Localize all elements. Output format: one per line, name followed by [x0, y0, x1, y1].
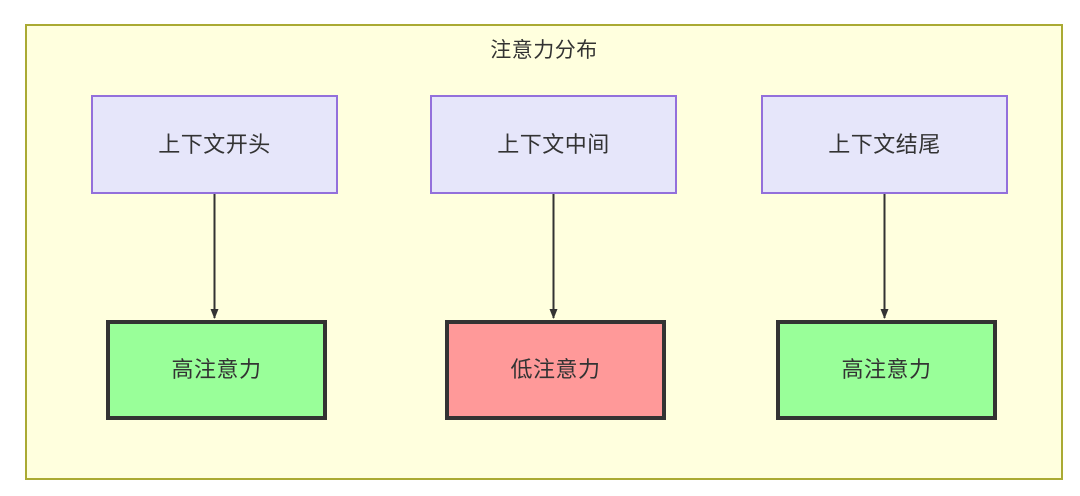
subgraph-title: 注意力分布 — [490, 39, 598, 62]
node-context-middle[interactable]: 上下文中间 — [430, 95, 677, 194]
node-context-end-label: 上下文结尾 — [828, 131, 941, 157]
node-attention-high-start-label: 高注意力 — [171, 357, 262, 382]
node-context-start-label: 上下文开头 — [158, 131, 271, 157]
node-attention-low-middle-label: 低注意力 — [510, 357, 601, 382]
node-attention-high-end[interactable]: 高注意力 — [776, 320, 997, 420]
node-context-end[interactable]: 上下文结尾 — [761, 95, 1008, 194]
node-attention-high-start[interactable]: 高注意力 — [106, 320, 327, 420]
node-attention-low-middle[interactable]: 低注意力 — [445, 320, 666, 420]
node-context-middle-label: 上下文中间 — [497, 131, 610, 157]
node-context-start[interactable]: 上下文开头 — [91, 95, 338, 194]
attention-distribution-subgraph: 注意力分布 上下文开头 上下文中间 上下文结尾 高注意力 低 — [25, 24, 1063, 480]
node-attention-high-end-label: 高注意力 — [841, 357, 932, 382]
